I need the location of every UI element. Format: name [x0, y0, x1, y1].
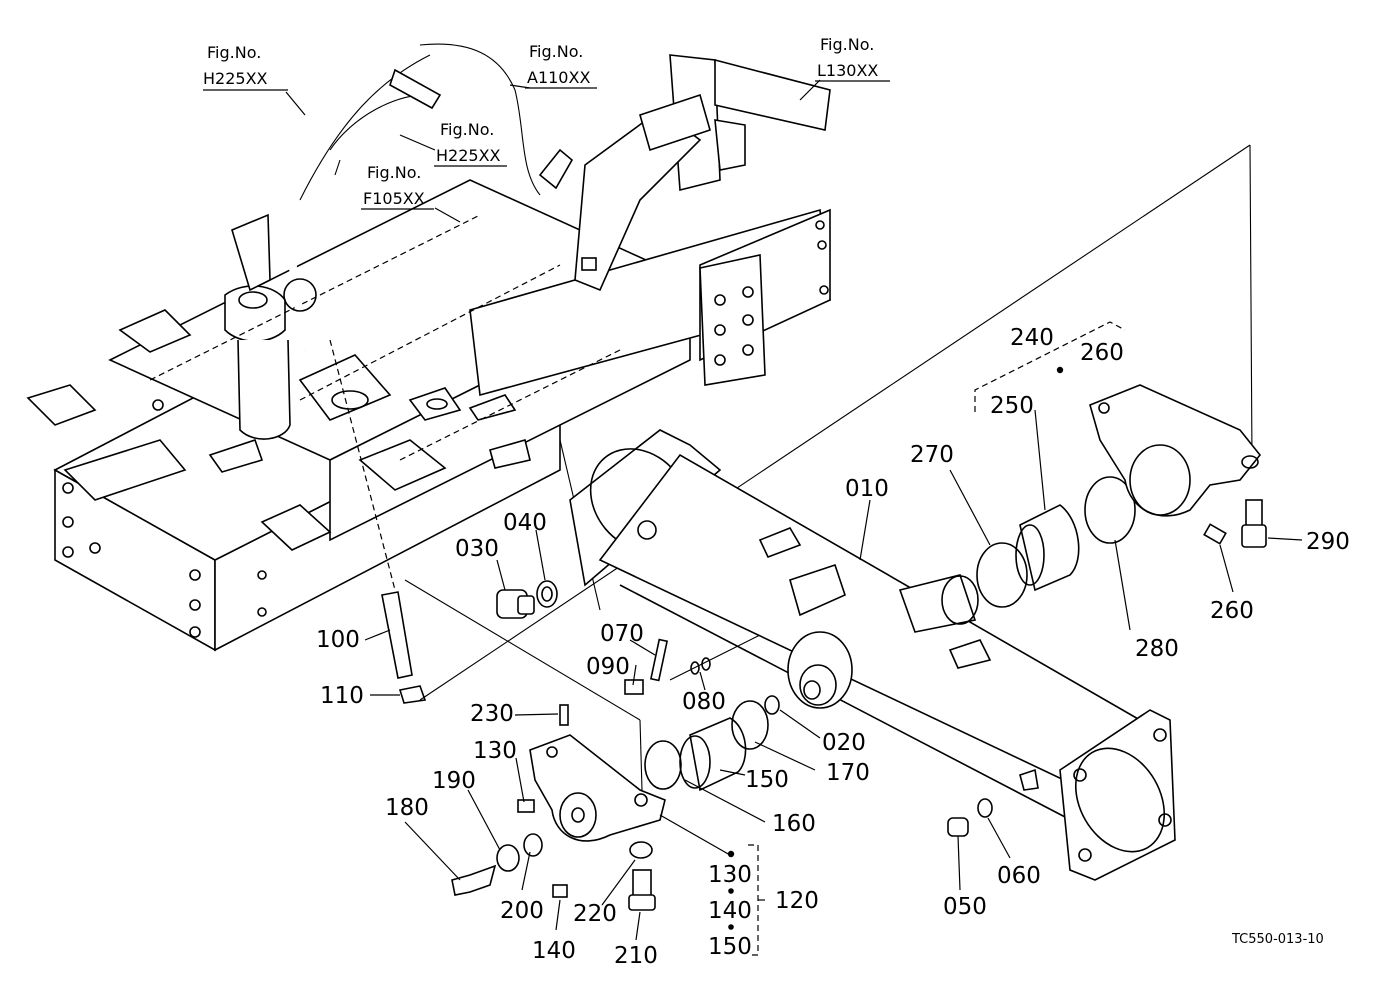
part-number: 100	[316, 627, 360, 653]
part-number: 020	[822, 730, 866, 756]
part-number: 050	[943, 894, 987, 920]
small-parts-drawing	[451, 384, 1267, 911]
part-number: 290	[1306, 529, 1350, 555]
part-number: 280	[1135, 636, 1179, 662]
part-number: 180	[385, 795, 429, 821]
fig-ref-label: Fig.No.	[367, 163, 421, 182]
part-number: 130	[473, 738, 517, 764]
fig-ref-label: Fig.No.	[820, 35, 874, 54]
fig-ref-l130xx: Fig.No. L130XX	[815, 35, 890, 82]
fig-ref-a110xx: Fig.No. A110XX	[525, 42, 597, 89]
part-number: 230	[470, 701, 514, 727]
part-number: 190	[432, 768, 476, 794]
leader-lines	[285, 79, 1303, 941]
part-number: 010	[845, 476, 889, 502]
part-number: 110	[320, 683, 364, 709]
part-number: 080	[682, 689, 726, 715]
part-number: 040	[503, 510, 547, 536]
part-number: 120	[775, 888, 819, 914]
part-number: 160	[772, 811, 816, 837]
part-number: 070	[600, 621, 644, 647]
part-number: 170	[826, 760, 870, 786]
part-number: 060	[997, 863, 1041, 889]
drawing-code: TC550-013-10	[1231, 932, 1324, 947]
fig-ref-h225xx-mid: Fig.No. H225XX	[434, 120, 507, 167]
part-number: 260	[1080, 340, 1124, 366]
fig-ref-code: H225XX	[436, 146, 501, 165]
part-number: 150	[708, 934, 752, 960]
part-number: 210	[614, 943, 658, 969]
frame-drawing	[26, 179, 831, 652]
fig-ref-code: L130XX	[817, 61, 878, 80]
fig-ref-h225xx-top: Fig.No. H225XX	[203, 43, 288, 91]
fig-ref-code: A110XX	[527, 68, 590, 87]
axle-housing-drawing	[569, 429, 1176, 881]
part-number-labels: 010 020 030 040 050 060 070 080 090 100 …	[316, 325, 1350, 969]
bracket-drawing	[574, 54, 831, 292]
fig-ref-code: F105XX	[363, 189, 425, 208]
fig-ref-label: Fig.No.	[529, 42, 583, 61]
part-number: 140	[532, 938, 576, 964]
part-number: 220	[573, 901, 617, 927]
group-marker-dots	[727, 366, 1064, 930]
part-number: 090	[586, 654, 630, 680]
part-number: 270	[910, 442, 954, 468]
fig-ref-code: H225XX	[203, 69, 268, 88]
fig-ref-label: Fig.No.	[207, 43, 261, 62]
rod-drawing	[329, 144, 1253, 791]
part-number: 260	[1210, 598, 1254, 624]
part-number: 150	[745, 767, 789, 793]
part-number: 030	[455, 536, 499, 562]
fig-ref-f105xx: Fig.No. F105XX	[361, 163, 434, 210]
part-number: 240	[1010, 325, 1054, 351]
part-number: 200	[500, 898, 544, 924]
part-number: 250	[990, 393, 1034, 419]
hoses-drawing	[283, 41, 574, 351]
fig-ref-label: Fig.No.	[440, 120, 494, 139]
part-number: 140	[708, 898, 752, 924]
part-number: 130	[708, 862, 752, 888]
